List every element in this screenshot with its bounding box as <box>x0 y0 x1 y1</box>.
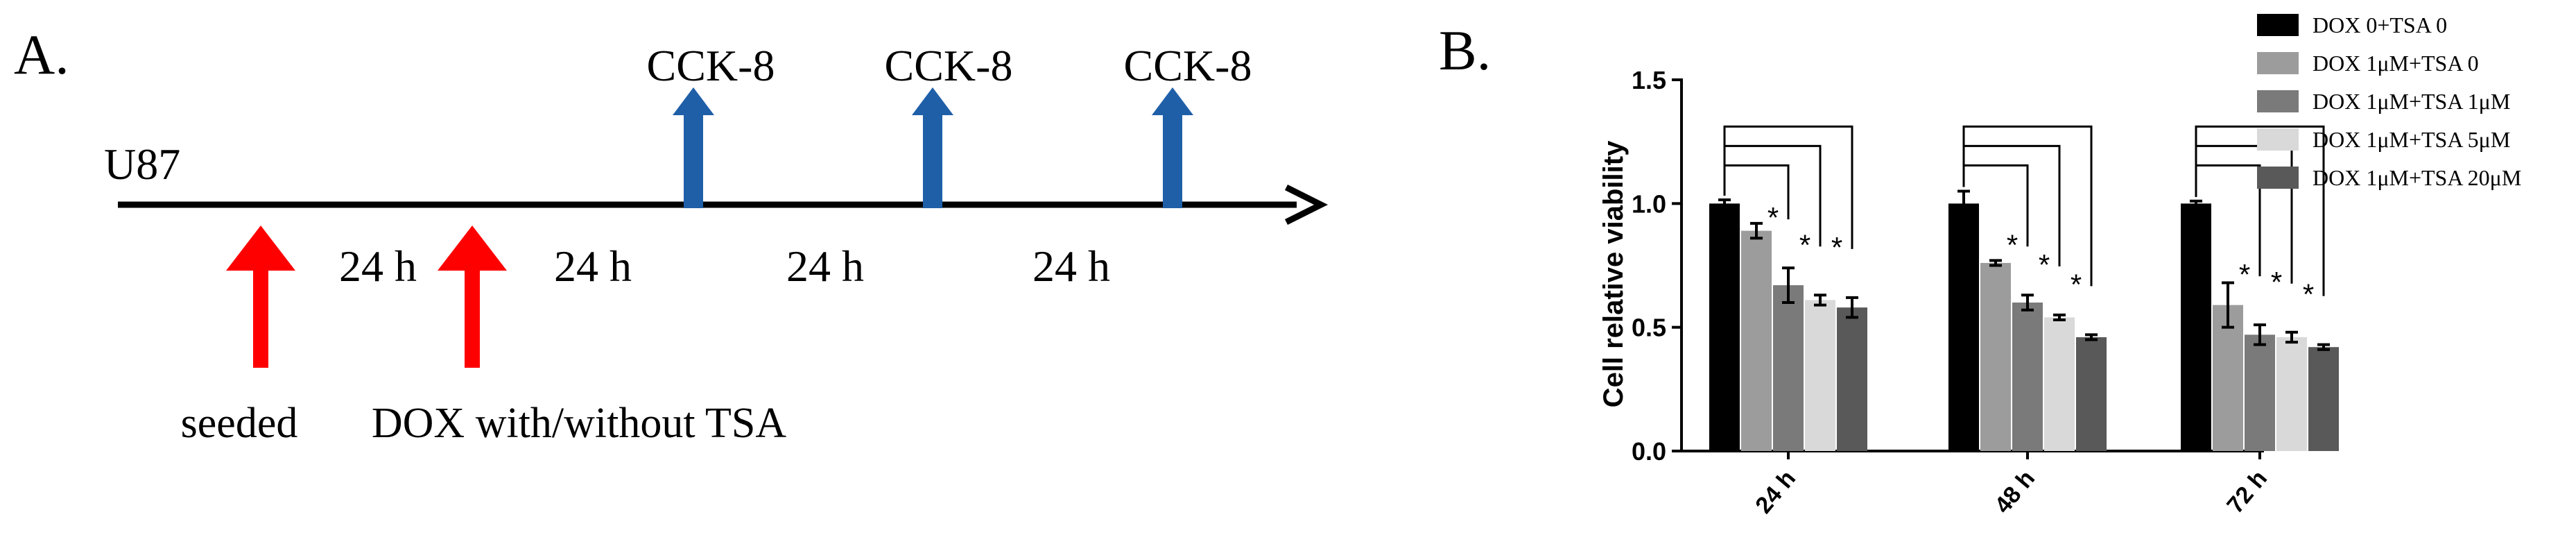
panel-b: B. Cell relative viability 0.00.51.01.5 … <box>1439 12 2521 518</box>
legend-label: DOX 0+TSA 0 <box>2313 12 2447 37</box>
bar <box>2181 203 2211 451</box>
x-axis: 24 h 48 h 72 h <box>1682 450 2272 519</box>
significance-bracket <box>1723 125 1853 249</box>
panel-a-label: A. <box>14 23 69 86</box>
bars <box>1709 189 2339 451</box>
bar <box>1948 203 1979 451</box>
bar <box>1773 285 1804 451</box>
significance-marker: * <box>2239 258 2250 291</box>
significance-marker: * <box>2007 228 2018 261</box>
seeded-label: seeded <box>181 400 298 447</box>
legend-swatch <box>2257 90 2299 112</box>
legend-swatch <box>2257 128 2299 151</box>
y-tick-label: 1.5 <box>1632 66 1666 94</box>
bar <box>2076 337 2107 451</box>
bar <box>2213 305 2243 451</box>
significance-bracket <box>2195 125 2325 296</box>
y-axis-label: Cell relative viability <box>1598 140 1629 407</box>
significance-marker: * <box>1799 228 1810 261</box>
cck8-label: CCK-8 <box>885 41 1013 90</box>
significance-brackets: * * * * * * * * * <box>1723 125 2325 311</box>
y-tick-label: 0.5 <box>1632 314 1666 342</box>
legend-swatch <box>2257 167 2299 189</box>
bar <box>1741 230 1772 451</box>
legend-label: DOX 1μM+TSA 20μM <box>2313 165 2521 190</box>
cck8-label: CCK-8 <box>1124 41 1252 90</box>
significance-marker: * <box>2071 268 2082 300</box>
x-tick-label: 72 h <box>2222 466 2272 519</box>
legend-swatch <box>2257 52 2299 74</box>
x-tick-label: 24 h <box>1750 466 1801 519</box>
cck8-arrow <box>1152 87 1193 208</box>
legend-label: DOX 1μM+TSA 5μM <box>2313 127 2510 152</box>
bar <box>2308 347 2339 451</box>
treatment-arrow <box>438 226 507 368</box>
interval-label: 24 h <box>339 241 417 291</box>
x-tick-label: 48 h <box>1989 466 2040 519</box>
cck8-label: CCK-8 <box>647 41 775 90</box>
interval-label: 24 h <box>1032 241 1110 291</box>
bar <box>2012 303 2043 451</box>
timeline-axis <box>118 184 1329 226</box>
bar <box>1837 307 1867 451</box>
y-axis: 0.0 0.5 1.0 1.5 <box>1632 66 1683 466</box>
panel-b-label: B. <box>1439 19 1491 82</box>
interval-label: 24 h <box>554 241 632 291</box>
legend: DOX 0+TSA 0 DOX 1μM+TSA 0 DOX 1μM+TSA 1μM D… <box>2257 12 2521 190</box>
bar <box>1709 203 1740 451</box>
significance-marker: * <box>1831 231 1842 264</box>
significance-marker: * <box>2303 278 2314 311</box>
significance-marker: * <box>1767 201 1779 234</box>
bar <box>2276 337 2307 451</box>
y-tick-label: 1.0 <box>1632 189 1666 218</box>
seeded-arrow <box>226 226 295 368</box>
bar <box>2044 317 2075 451</box>
interval-label: 24 h <box>786 241 864 291</box>
treatment-label: DOX with/without TSA <box>372 400 786 447</box>
bar <box>1980 262 2011 451</box>
legend-swatch <box>2257 14 2299 36</box>
bar <box>1805 300 1835 451</box>
y-tick-label: 0.0 <box>1632 437 1666 466</box>
cell-line-label: U87 <box>104 139 180 189</box>
significance-bracket <box>1962 125 2093 287</box>
panel-a: A. U87 CCK-8 CCK-8 CCK-8 <box>14 23 1329 447</box>
cck8-arrow <box>912 87 953 208</box>
legend-label: DOX 1μM+TSA 0 <box>2313 51 2479 76</box>
significance-marker: * <box>2039 248 2050 281</box>
significance-marker: * <box>2271 266 2282 298</box>
cck8-arrow <box>673 87 714 208</box>
legend-label: DOX 1μM+TSA 1μM <box>2313 89 2510 114</box>
bar <box>2245 334 2275 451</box>
